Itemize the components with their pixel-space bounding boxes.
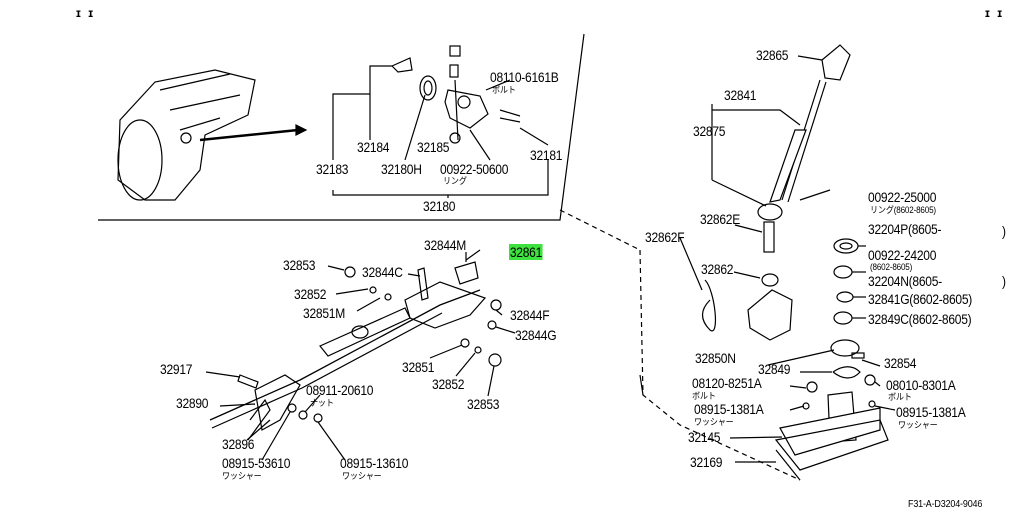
part-label: 32204N(8605- bbox=[868, 273, 942, 289]
part-label: 08010-8301A bbox=[886, 377, 956, 393]
part-label: 32849C(8602-8605) bbox=[868, 311, 972, 327]
part-label: 32841G(8602-8605) bbox=[868, 291, 973, 307]
part-label: 32844C bbox=[362, 264, 403, 280]
part-label: 08915-1381A bbox=[896, 404, 966, 420]
part-label: 32185 bbox=[417, 139, 450, 155]
part-label: 32852 bbox=[432, 376, 465, 392]
part-label: 00922-25000 bbox=[868, 189, 937, 205]
note-text: ナット bbox=[310, 398, 334, 408]
part-label: 32844F bbox=[510, 307, 550, 323]
part-label: 32854 bbox=[884, 355, 917, 371]
transmission-illustration bbox=[117, 69, 308, 201]
part-label: 32844M bbox=[424, 237, 466, 253]
part-label: 08120-8251A bbox=[692, 375, 762, 391]
shift-linkage bbox=[209, 261, 502, 441]
part-label: 32896 bbox=[222, 436, 255, 452]
inset-parts bbox=[390, 45, 521, 144]
part-label: 00922-24200 bbox=[868, 247, 937, 263]
note-text: リング bbox=[443, 176, 467, 186]
part-label: 32853 bbox=[283, 257, 316, 273]
shift-lever bbox=[701, 44, 851, 341]
part-label: 32865 bbox=[756, 47, 789, 63]
part-label: 32204P(8605- bbox=[868, 221, 942, 237]
corner-mark-left: ɪ ɪ bbox=[76, 6, 96, 20]
part-label: 00922-50600 bbox=[440, 161, 509, 177]
part-label: 32862E bbox=[700, 211, 740, 227]
part-label: 32852 bbox=[294, 286, 327, 302]
part-label: 32183 bbox=[316, 161, 349, 177]
drawing-code: F31-A-D3204-9046 bbox=[908, 499, 983, 510]
part-label: 08915-13610 bbox=[340, 455, 409, 471]
note-text: ワッシャー bbox=[694, 417, 734, 427]
linkage-leaders bbox=[205, 249, 516, 461]
note-text: ワッシャー bbox=[898, 420, 938, 430]
part-label: 32862F bbox=[645, 229, 685, 245]
part-label: 32849 bbox=[758, 361, 791, 377]
part-label: 32862 bbox=[701, 261, 734, 277]
note-text: リング(8602-8605) bbox=[870, 205, 936, 215]
part-label: ) bbox=[1002, 223, 1006, 239]
highlighted-part-label: 32861 bbox=[509, 244, 543, 260]
part-label: 08911-20610 bbox=[306, 382, 374, 398]
part-label: ) bbox=[1002, 273, 1006, 289]
note-text: ボルト bbox=[492, 85, 516, 95]
part-label: 32917 bbox=[160, 361, 193, 377]
part-label: 32169 bbox=[690, 454, 723, 470]
part-label: 32890 bbox=[176, 395, 209, 411]
part-label: 08110-6161B bbox=[490, 69, 559, 85]
inset-bracket bbox=[332, 65, 549, 198]
corner-mark-right: ɪ ɪ bbox=[985, 6, 1005, 20]
part-label: 32844G bbox=[515, 327, 557, 343]
right-small-parts bbox=[774, 238, 889, 481]
part-label: 08915-53610 bbox=[222, 455, 291, 471]
note-text: ボルト bbox=[888, 392, 912, 402]
part-label: 32851 bbox=[402, 359, 435, 375]
dashed-leaders bbox=[559, 209, 801, 481]
part-label: 32184 bbox=[357, 139, 390, 155]
note-text: ワッシャー bbox=[342, 471, 382, 481]
part-label: 32841 bbox=[724, 87, 757, 103]
part-label: 32850N bbox=[695, 350, 736, 366]
part-label: 32875 bbox=[693, 123, 726, 139]
part-label: 32851M bbox=[303, 305, 345, 321]
part-label: 32180H bbox=[381, 161, 422, 177]
note-text: ボルト bbox=[692, 391, 716, 401]
part-label: 32145 bbox=[688, 429, 721, 445]
highlight-text: 32861 bbox=[509, 244, 543, 260]
inset-frame bbox=[98, 33, 585, 221]
part-label: 32853 bbox=[467, 396, 500, 412]
lever-leaders bbox=[639, 55, 831, 396]
note-text: (8602-8605) bbox=[870, 262, 913, 272]
right-leaders bbox=[729, 245, 896, 463]
part-label: 08915-1381A bbox=[694, 401, 764, 417]
part-label: 32181 bbox=[530, 147, 563, 163]
note-text: ワッシャー bbox=[222, 471, 262, 481]
part-label: 32180 bbox=[423, 198, 456, 214]
